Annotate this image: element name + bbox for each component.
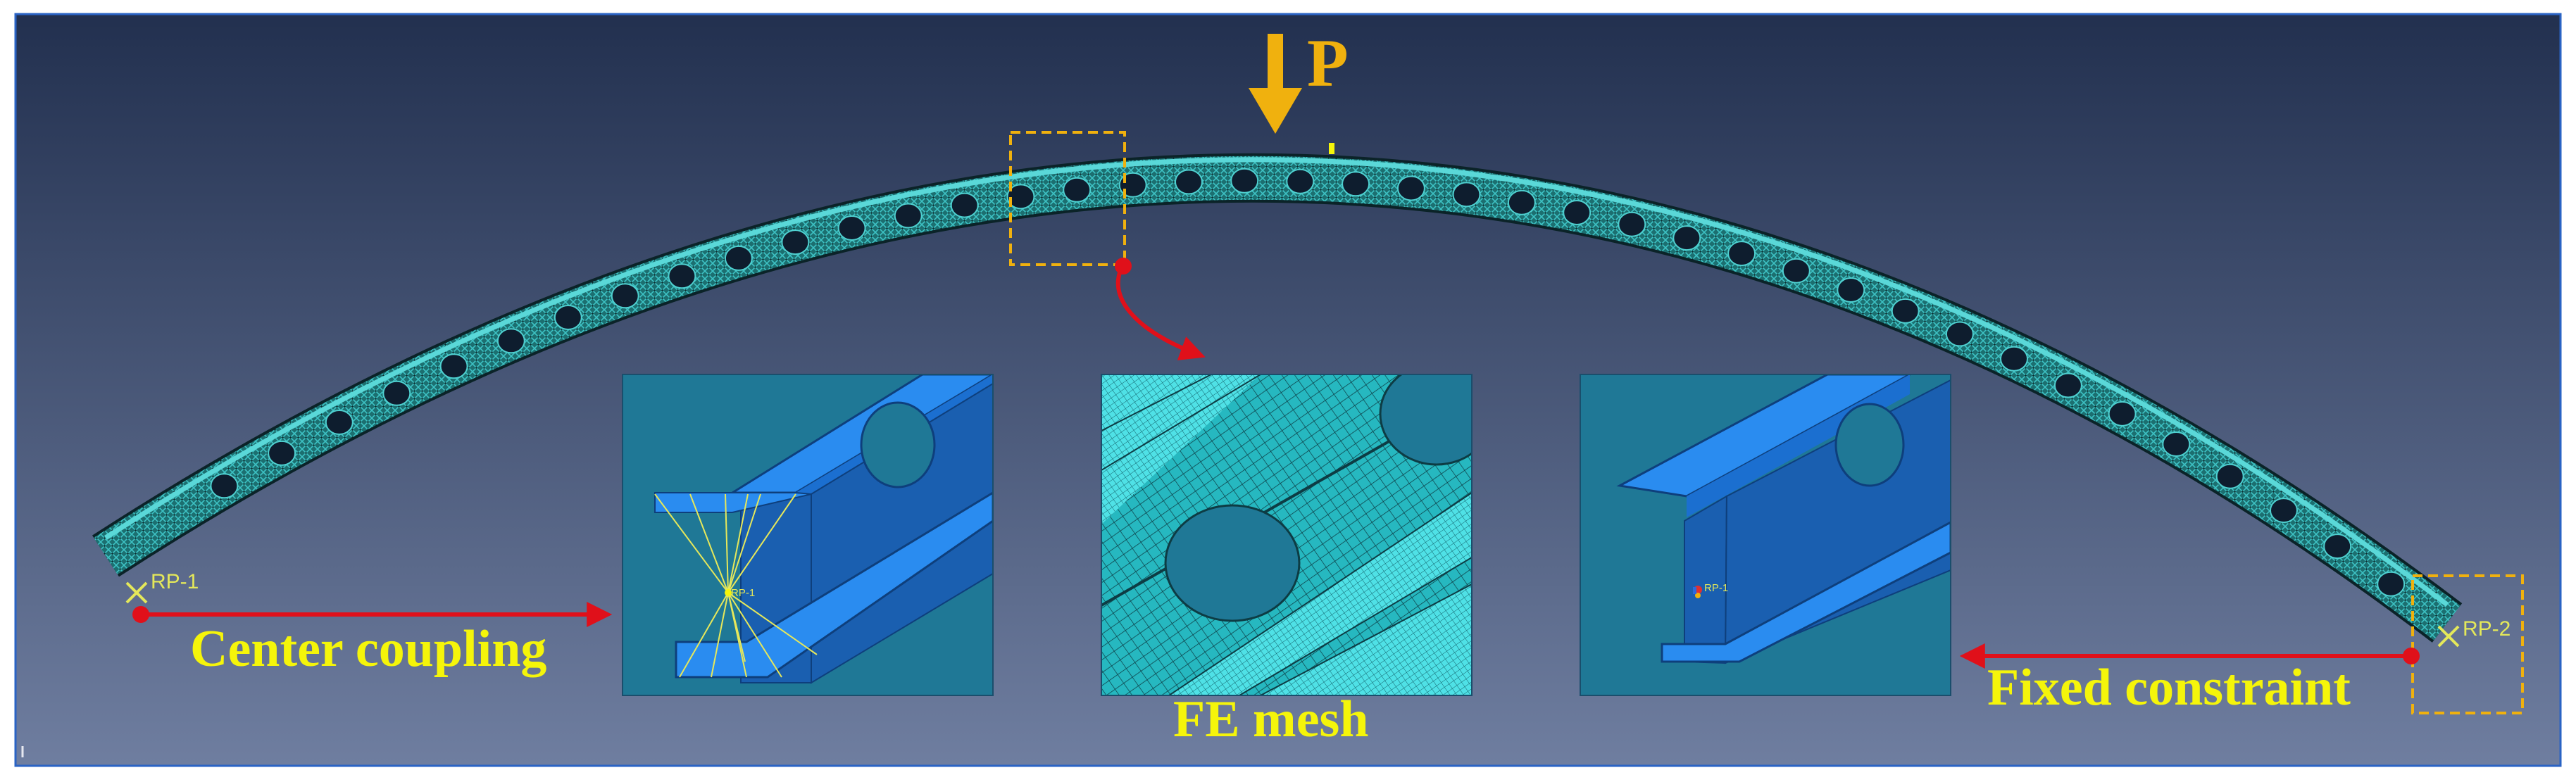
inset-fixed-constraint-frame [1580,374,1951,696]
web-hole [210,473,239,499]
web-hole [1891,298,1920,324]
inset-fixed-rp-label: RP-1 [1704,582,1729,594]
web-hole [2377,571,2406,597]
inset-fe-mesh [1101,374,1472,695]
fixed-constraint-arrow-dot [2403,648,2420,664]
fe-mesh-label: FE mesh [1173,690,1369,748]
web-hole [439,353,468,379]
center-coupling-label: Center coupling [190,620,547,678]
web-hole [1286,168,1315,194]
rp2-label: RP-2 [2463,617,2511,641]
web-hole [1507,189,1536,215]
web-hole [2108,401,2137,427]
inset-center-coupling-frame [622,374,994,696]
web-hole [2270,498,2298,524]
web-hole [2323,534,2352,560]
web-hole [2215,463,2244,489]
web-hole [554,305,582,330]
web-hole [496,328,525,354]
web-hole [1230,168,1259,194]
web-hole [1837,277,1865,303]
web-hole [894,203,923,229]
web-hole [2000,346,2028,372]
web-hole [837,215,866,241]
web-hole [325,410,354,435]
web-hole [668,263,696,289]
inset-fe-mesh-frame [1101,374,1473,696]
load-label: P [1307,25,1349,101]
web-hole [1006,184,1035,210]
fixed-constraint-label: Fixed constraint [1987,659,2351,717]
web-hole [2162,431,2191,457]
fixed-end-box [2411,574,2524,714]
web-hole [1175,169,1203,195]
fe-mesh-arrow [1115,263,1206,360]
web-hole [1396,175,1425,201]
web-hole [1342,171,1370,197]
load-arrow [1249,34,1302,134]
web-hole [2053,372,2082,398]
inset-rp1-label: RP-1 [731,587,756,599]
rp1-marker [125,581,148,604]
fixed-rp-marker [1693,586,1702,598]
fe-mesh-arrow-dot [1115,258,1132,275]
web-hole [1618,211,1646,237]
web-hole [611,283,639,309]
rp2-marker [2437,625,2460,648]
load-point-marker [1329,143,1334,154]
web-hole [1782,258,1811,284]
web-hole [1727,241,1756,267]
web-hole [1563,200,1592,225]
web-hole [724,245,753,271]
inset-center-coupling [623,374,993,695]
center-coupling-arrow-dot [132,606,149,623]
inset-fixed-constraint [1580,374,1951,695]
web-hole [781,229,810,256]
web-hole [1118,172,1147,198]
web-hole [950,192,979,218]
web-hole [382,380,411,406]
curved-beam [92,143,2463,643]
web-hole [1063,177,1092,203]
mesh-detail-box [1009,131,1126,266]
rp1-label: RP-1 [151,570,199,593]
web-hole [1452,182,1481,208]
coupling-lines [654,493,818,678]
web-hole [268,440,296,466]
web-hole [1945,321,1974,347]
beam-web-holes [210,168,2406,597]
web-hole [1672,225,1701,251]
